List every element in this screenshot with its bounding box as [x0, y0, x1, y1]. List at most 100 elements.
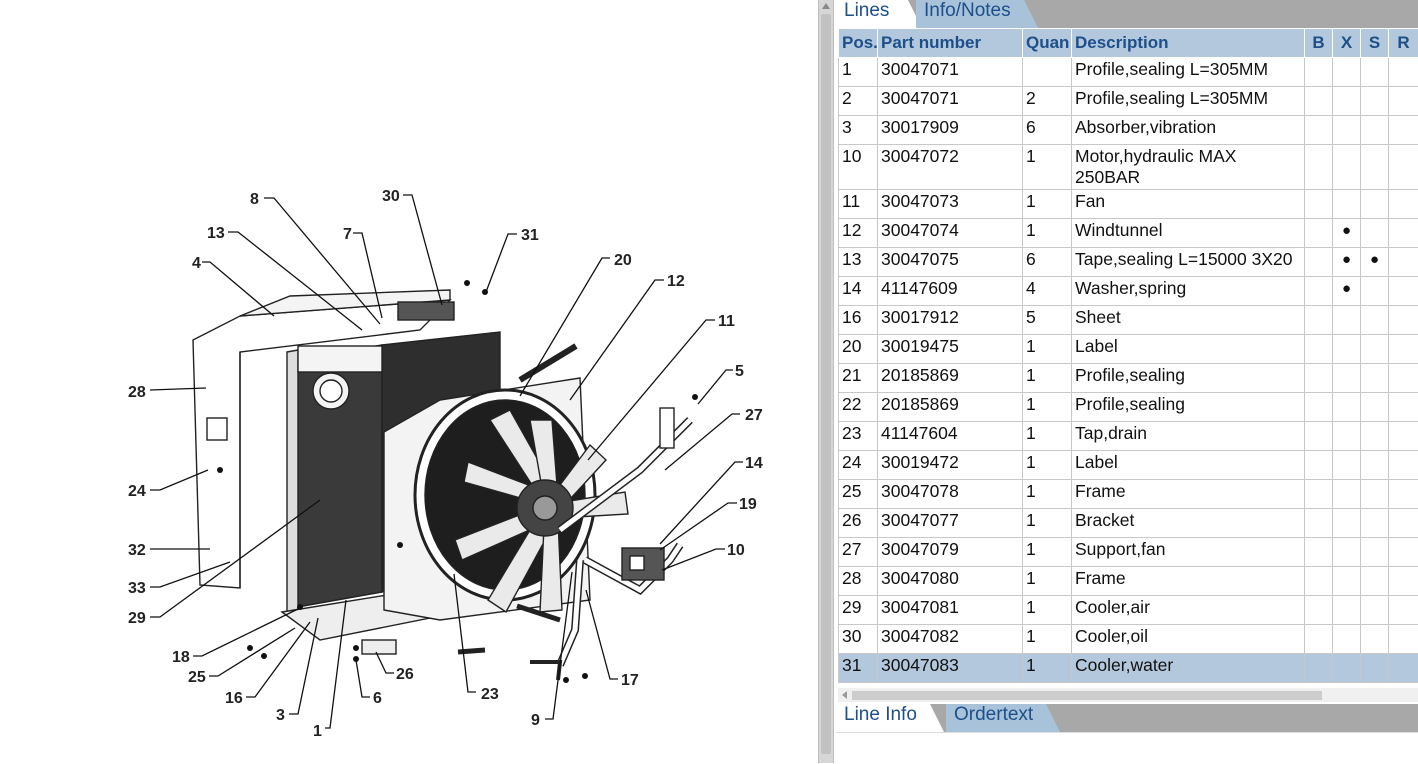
callout-label: 9 — [531, 712, 540, 729]
row-flag-s-cell — [1361, 509, 1389, 538]
row-flag-s-cell — [1361, 393, 1389, 422]
row-flag-r-cell — [1389, 625, 1418, 654]
row-flag-b-cell — [1305, 219, 1333, 248]
row-pos-cell: 31 — [839, 654, 878, 683]
row-description-cell: Tape,sealing L=15000 3X20 — [1072, 248, 1305, 277]
row-flag-s-cell — [1361, 625, 1389, 654]
row-flag-r-cell — [1389, 116, 1418, 145]
scroll-up-arrow-icon[interactable] — [822, 3, 830, 9]
exploded-parts-diagram[interactable]: 8 30 13 7 31 4 20 12 11 28 5 27 24 14 19… — [0, 0, 818, 763]
cooler-assembly-drawing: 8 30 13 7 31 4 20 12 11 28 5 27 24 14 19… — [0, 0, 818, 763]
callout-label: 23 — [481, 686, 499, 703]
row-flag-b-cell — [1305, 277, 1333, 306]
row-description-cell: Profile,sealing L=305MM — [1072, 58, 1305, 87]
oil-cooler-shape — [398, 302, 454, 320]
tab-lines[interactable]: Lines — [836, 0, 908, 28]
row-part-number-cell: 30047075 — [878, 248, 1023, 277]
callout-label: 7 — [343, 226, 352, 243]
row-quantity-cell: 1 — [1023, 364, 1072, 393]
column-header-x[interactable]: X — [1333, 29, 1361, 58]
tab-ordertext[interactable]: Ordertext — [946, 704, 1046, 732]
table-header-row: Pos. Part number Quan Description B X S … — [839, 29, 1418, 58]
row-flag-r-cell — [1389, 422, 1418, 451]
column-header-pos[interactable]: Pos. — [839, 29, 878, 58]
tab-line-info[interactable]: Line Info — [836, 704, 930, 732]
row-pos-cell: 27 — [839, 538, 878, 567]
row-flag-r-cell — [1389, 596, 1418, 625]
row-quantity-cell: 4 — [1023, 277, 1072, 306]
row-flag-s-cell — [1361, 145, 1389, 190]
row-flag-b-cell — [1305, 596, 1333, 625]
vertical-scrollbar[interactable] — [818, 0, 834, 763]
callout-label: 6 — [373, 690, 382, 707]
row-part-number-cell: 41147604 — [878, 422, 1023, 451]
parts-lines-table: Pos. Part number Quan Description B X S … — [838, 28, 1418, 683]
horizontal-scrollbar-thumb[interactable] — [852, 691, 1322, 700]
row-flag-s-cell — [1361, 451, 1389, 480]
column-header-b[interactable]: B — [1305, 29, 1333, 58]
row-flag-b-cell — [1305, 567, 1333, 596]
tab-info-notes[interactable]: Info/Notes — [916, 0, 1024, 28]
row-flag-s-cell — [1361, 538, 1389, 567]
row-flag-s-cell — [1361, 116, 1389, 145]
row-part-number-cell: 41147609 — [878, 277, 1023, 306]
column-header-quantity[interactable]: Quan — [1023, 29, 1072, 58]
row-flag-b-cell — [1305, 335, 1333, 364]
row-pos-cell: 30 — [839, 625, 878, 654]
row-part-number-cell: 30019472 — [878, 451, 1023, 480]
row-flag-r-cell — [1389, 567, 1418, 596]
scrollbar-thumb[interactable] — [821, 14, 831, 754]
scroll-left-arrow-icon[interactable] — [842, 691, 847, 699]
row-flag-r-cell — [1389, 248, 1418, 277]
row-pos-cell: 16 — [839, 306, 878, 335]
row-part-number-cell: 30047071 — [878, 58, 1023, 87]
callout-label: 24 — [128, 483, 146, 500]
column-header-s[interactable]: S — [1361, 29, 1389, 58]
row-flag-r-cell — [1389, 219, 1418, 248]
row-flag-x-cell — [1333, 538, 1361, 567]
row-quantity-cell: 1 — [1023, 335, 1072, 364]
row-flag-r-cell — [1389, 190, 1418, 219]
row-flag-b-cell — [1305, 509, 1333, 538]
column-header-r[interactable]: R — [1389, 29, 1418, 58]
row-quantity-cell: 1 — [1023, 422, 1072, 451]
row-description-cell: Profile,sealing L=305MM — [1072, 87, 1305, 116]
callout-label: 16 — [225, 690, 243, 707]
row-pos-cell: 11 — [839, 190, 878, 219]
row-description-cell: Label — [1072, 451, 1305, 480]
row-description-cell: Bracket — [1072, 509, 1305, 538]
column-header-description[interactable]: Description — [1072, 29, 1305, 58]
row-description-cell: Profile,sealing — [1072, 364, 1305, 393]
row-flag-s-cell — [1361, 58, 1389, 87]
row-part-number-cell: 30047072 — [878, 145, 1023, 190]
column-header-part-number[interactable]: Part number — [878, 29, 1023, 58]
row-quantity-cell: 1 — [1023, 596, 1072, 625]
row-flag-x-cell — [1333, 306, 1361, 335]
row-flag-s-cell — [1361, 219, 1389, 248]
row-part-number-cell: 30047080 — [878, 567, 1023, 596]
row-quantity-cell: 6 — [1023, 116, 1072, 145]
horizontal-scrollbar[interactable] — [838, 688, 1418, 702]
row-part-number-cell: 30047081 — [878, 596, 1023, 625]
